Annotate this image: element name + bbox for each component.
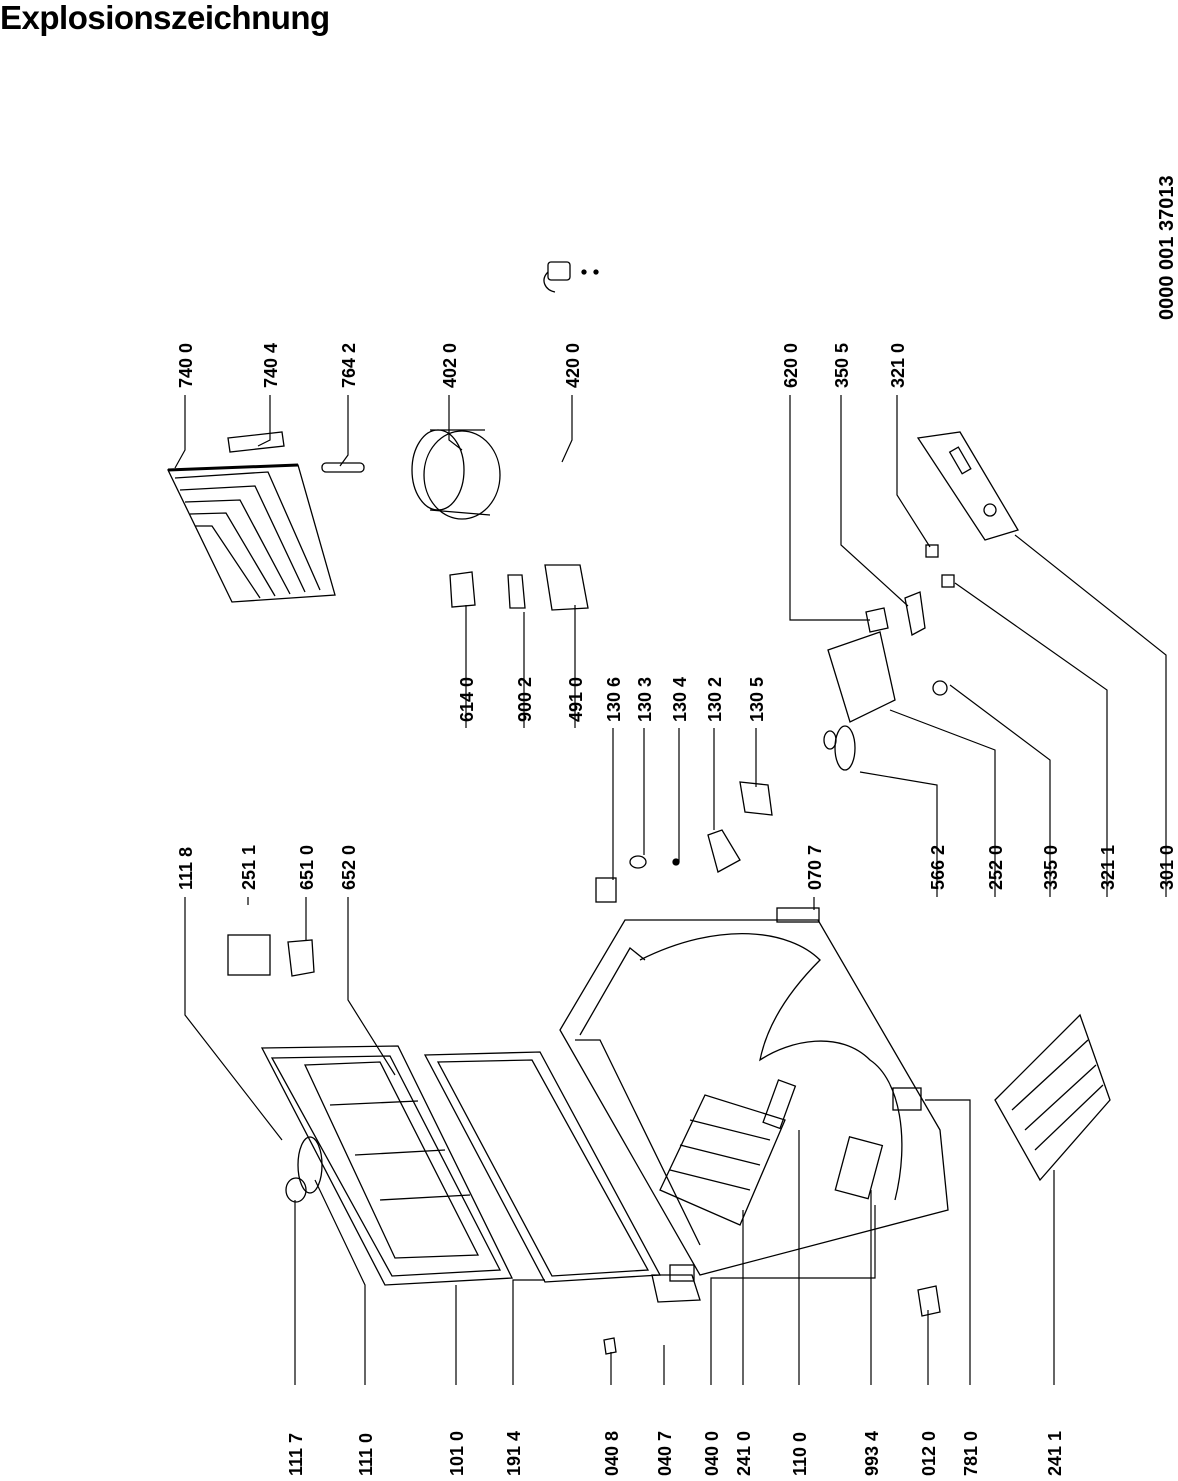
label-566-2: 566 2 bbox=[928, 845, 948, 890]
label-420-0: 420 0 bbox=[563, 343, 583, 388]
control-panel-part bbox=[916, 431, 1019, 541]
grille-part bbox=[776, 907, 820, 923]
basket-part bbox=[659, 1094, 786, 1226]
drier-part bbox=[321, 462, 365, 473]
label-651-0: 651 0 bbox=[297, 845, 317, 890]
label-040-7: 040 7 bbox=[655, 1431, 675, 1476]
label-101-0: 101 0 bbox=[447, 1431, 467, 1476]
label-781-0: 781 0 bbox=[961, 1431, 981, 1476]
part-321-0 bbox=[925, 544, 939, 558]
label-740-4: 740 4 bbox=[261, 343, 281, 388]
label-241-0: 241 0 bbox=[734, 1431, 754, 1476]
part-251-1 bbox=[227, 934, 271, 976]
lamp-part bbox=[287, 939, 315, 977]
part-110-0 bbox=[762, 1079, 797, 1130]
label-740-0: 740 0 bbox=[176, 343, 196, 388]
document-number: 0000 001 37013 bbox=[1156, 175, 1178, 320]
label-993-4: 993 4 bbox=[862, 1431, 882, 1476]
label-614-0: 614 0 bbox=[457, 677, 477, 722]
label-130-3: 130 3 bbox=[635, 677, 655, 722]
wire-basket-part bbox=[994, 1013, 1111, 1182]
part-040-7 bbox=[651, 1274, 701, 1303]
label-321-1: 321 1 bbox=[1098, 845, 1118, 890]
label-111-0: 111 0 bbox=[356, 1433, 376, 1476]
label-241-1: 241 1 bbox=[1045, 1431, 1065, 1476]
label-301-0: 301 0 bbox=[1157, 845, 1177, 890]
label-130-4: 130 4 bbox=[670, 677, 690, 722]
label-251-1: 251 1 bbox=[239, 845, 259, 890]
bracket-part bbox=[227, 431, 285, 453]
part-491-0 bbox=[544, 564, 589, 611]
label-040-8: 040 8 bbox=[602, 1431, 622, 1476]
part-130-4 bbox=[672, 858, 680, 866]
label-321-0: 321 0 bbox=[888, 343, 908, 388]
label-191-4: 191 4 bbox=[504, 1431, 524, 1476]
part-252-0 bbox=[827, 631, 896, 723]
cabinet-part bbox=[559, 919, 949, 1276]
spring-part bbox=[823, 725, 856, 771]
part-012-0 bbox=[917, 1285, 941, 1317]
part-993-4 bbox=[834, 1135, 884, 1200]
label-402-0: 402 0 bbox=[440, 343, 460, 388]
label-620-0: 620 0 bbox=[781, 343, 801, 388]
part-130-2 bbox=[707, 829, 741, 873]
label-070-7: 070 7 bbox=[805, 845, 825, 890]
part-620-0 bbox=[865, 607, 889, 633]
label-110-0: 110 0 bbox=[790, 1432, 810, 1476]
label-group: 740 0 740 4 764 2 402 0 420 0 620 0 350 … bbox=[176, 175, 1178, 1476]
knob-part bbox=[932, 680, 948, 696]
label-130-2: 130 2 bbox=[705, 677, 725, 722]
label-252-0: 252 0 bbox=[986, 845, 1006, 890]
handle-part bbox=[297, 1136, 323, 1194]
thermostat-part bbox=[449, 571, 476, 608]
label-130-6: 130 6 bbox=[604, 677, 624, 722]
part-350-5 bbox=[904, 591, 926, 636]
leader-lines bbox=[174, 395, 1167, 1385]
label-491-0: 491 0 bbox=[566, 677, 586, 722]
foot-part bbox=[669, 1264, 695, 1282]
label-764-2: 764 2 bbox=[339, 343, 359, 388]
label-111-8: 111 8 bbox=[176, 847, 196, 890]
relay-part bbox=[543, 261, 599, 293]
gasket-part bbox=[423, 1051, 662, 1283]
label-335-0: 335 0 bbox=[1041, 845, 1061, 890]
part-130-5 bbox=[739, 781, 773, 816]
label-111-7: 111 7 bbox=[286, 1433, 306, 1476]
label-652-0: 652 0 bbox=[339, 845, 359, 890]
part-040-8 bbox=[603, 1337, 617, 1355]
lid-part bbox=[260, 1045, 514, 1286]
part-130-3 bbox=[629, 855, 647, 869]
compressor-part bbox=[411, 429, 501, 520]
part-781-0 bbox=[892, 1087, 922, 1111]
part-900-2 bbox=[507, 574, 526, 609]
parts bbox=[166, 261, 1111, 1355]
ring-part bbox=[285, 1177, 307, 1203]
condenser-coil-part bbox=[166, 463, 336, 603]
label-040-0: 040 0 bbox=[702, 1431, 722, 1476]
label-900-2: 900 2 bbox=[515, 677, 535, 722]
part-321-1 bbox=[941, 574, 955, 588]
part-130-6 bbox=[595, 877, 617, 903]
label-350-5: 350 5 bbox=[832, 343, 852, 388]
page-title: Explosionszeichnung bbox=[0, 0, 330, 36]
label-130-5: 130 5 bbox=[747, 677, 767, 722]
label-012-0: 012 0 bbox=[919, 1431, 939, 1476]
